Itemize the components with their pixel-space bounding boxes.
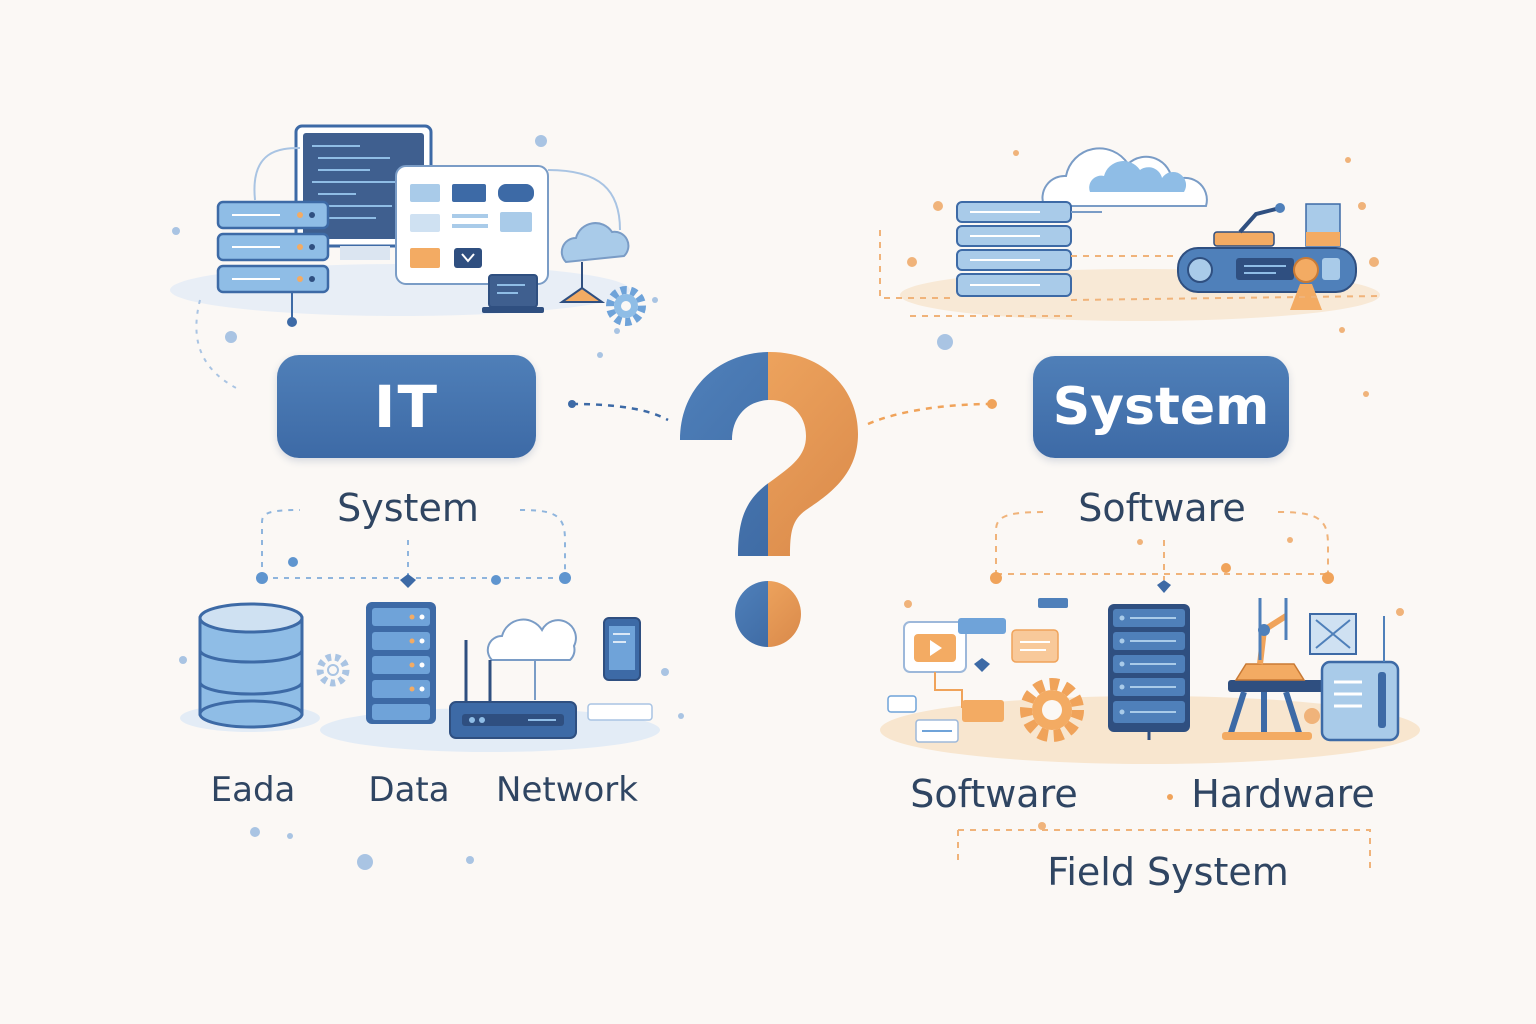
gear-icon	[1020, 678, 1084, 742]
dashboard-window-icon	[395, 165, 549, 285]
robot-arm-icon	[1222, 598, 1357, 740]
it-item-network: Network	[496, 770, 638, 810]
it-subtitle: System	[337, 486, 479, 530]
cloud-icon	[1041, 147, 1208, 207]
flowchart-icon	[887, 598, 1068, 743]
laptop-icon	[482, 274, 544, 313]
system-footer-field-system: Field System	[1047, 850, 1289, 894]
system-subtitle: Software	[1078, 486, 1246, 530]
connector-lines	[879, 230, 1381, 317]
control-unit-icon	[1177, 247, 1357, 293]
it-item-data: Data	[368, 770, 450, 810]
tree-connectors	[261, 509, 566, 579]
tree-connectors	[957, 511, 1371, 868]
server-rack-icon	[956, 201, 1102, 297]
server-rack-icon	[366, 602, 436, 724]
it-item-eada: Eada	[210, 770, 296, 810]
router-icon	[449, 640, 577, 739]
connector-left	[571, 402, 669, 422]
server-rack-icon	[1108, 604, 1190, 740]
connector-right	[867, 402, 991, 426]
system-item-hardware: Hardware	[1191, 772, 1375, 816]
server-rack-icon	[216, 200, 330, 327]
decorative-dots	[172, 135, 1404, 870]
gear-icon	[606, 286, 646, 326]
robot-arm-icon	[1213, 203, 1341, 310]
system-badge: System	[1033, 356, 1289, 458]
database-icon	[198, 602, 304, 729]
it-badge: IT	[277, 355, 536, 458]
gear-icon	[316, 653, 350, 687]
system-item-software: Software	[910, 772, 1078, 816]
cloud-icon	[558, 222, 630, 303]
cloud-icon	[486, 618, 577, 700]
question-mark-icon	[680, 352, 858, 647]
connector-lines	[195, 147, 621, 391]
control-unit-icon	[1320, 616, 1400, 742]
smartphone-icon	[587, 617, 653, 721]
